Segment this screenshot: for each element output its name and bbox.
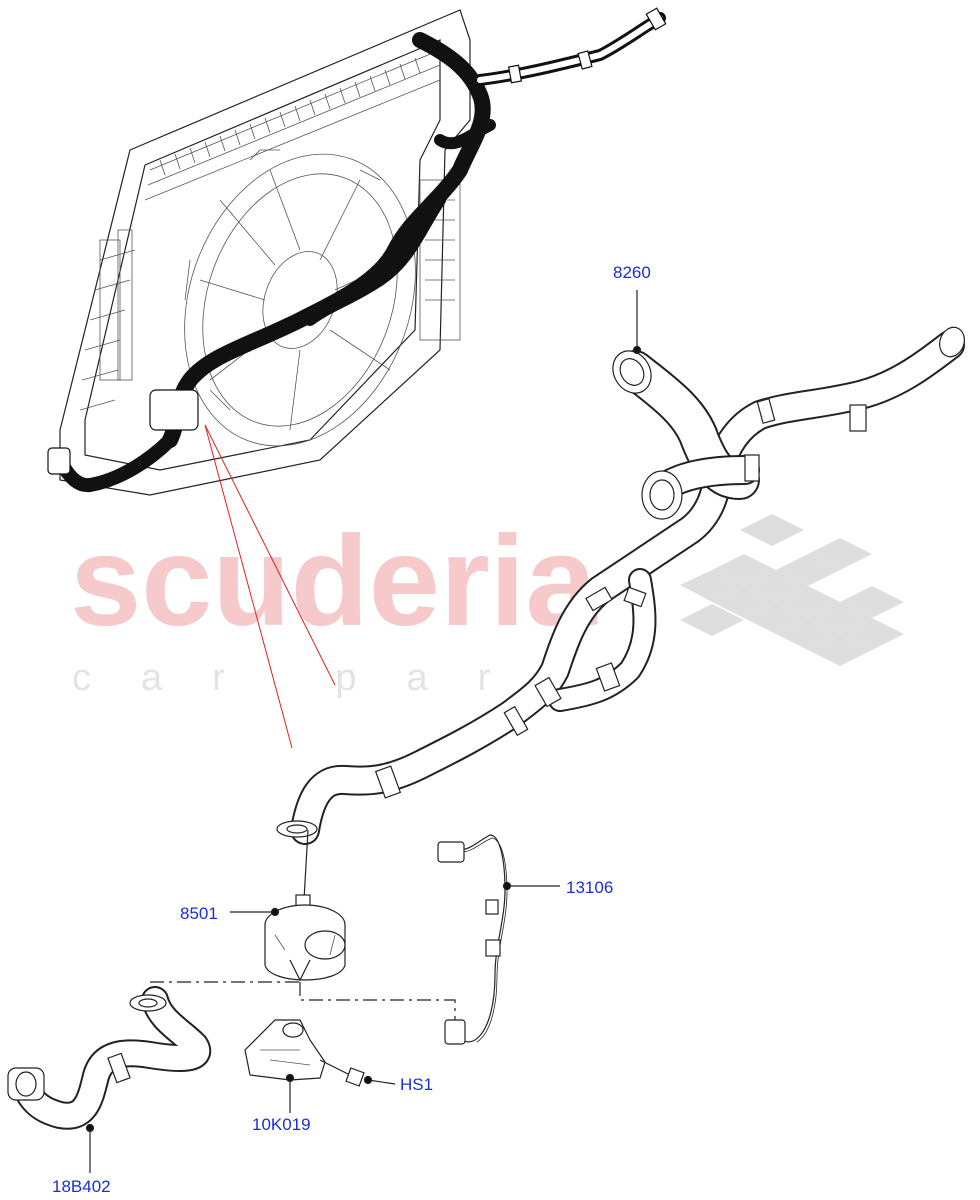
watermark: scuderia car parts: [70, 510, 904, 699]
part-label-8501[interactable]: 8501: [180, 904, 218, 923]
lower-hose: [7, 986, 212, 1130]
connection-lines: [150, 981, 456, 1020]
part-label-18B402[interactable]: 18B402: [52, 1177, 111, 1196]
part-label-10K019[interactable]: 10K019: [252, 1115, 311, 1134]
part-label-8260[interactable]: 8260: [613, 263, 651, 282]
bracket: [244, 1019, 365, 1087]
radiator-assembly: [47, 7, 667, 749]
water-pump: [264, 829, 346, 982]
part-label-13106[interactable]: 13106: [566, 878, 613, 897]
leader-lines: [85, 290, 642, 1173]
part-labels: 8260 8501 13106 10K019 HS1 18B402: [52, 263, 651, 1196]
coolant-hose-assembly: [276, 326, 965, 845]
watermark-checker-pattern: [680, 514, 904, 666]
part-label-HS1[interactable]: HS1: [400, 1075, 433, 1094]
watermark-brand: scuderia: [70, 510, 597, 653]
wiring-harness: [437, 834, 508, 1045]
